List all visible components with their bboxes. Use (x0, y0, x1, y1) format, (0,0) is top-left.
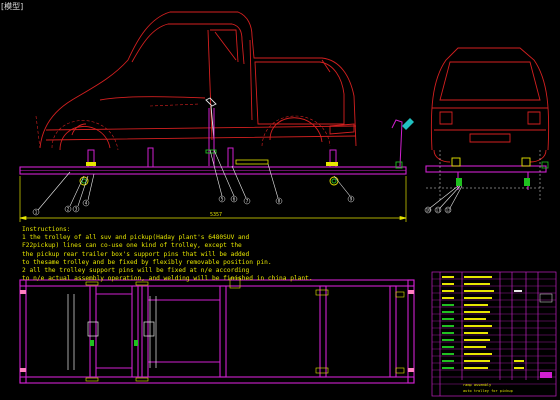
support-pins-side (87, 108, 403, 168)
notes-line-1: 1 the trolley of all suv and pickup(Hada… (22, 234, 250, 242)
parts-list-rows (432, 278, 556, 385)
balloon-11: 11 (434, 206, 442, 214)
leader-lines (37, 149, 351, 211)
trolley-side-frame (19, 166, 407, 175)
svg-text:12: 12 (446, 208, 452, 213)
balloon-4: 4 (82, 199, 90, 207)
parts-list-marks (442, 276, 553, 378)
svg-text:6: 6 (233, 197, 236, 202)
notes-line-6: to n/e actual assembly operation, and we… (22, 275, 313, 283)
overall-length-dimension (19, 176, 407, 222)
notes-line-4: to thesame trolley and be fixed by flexi… (22, 258, 272, 266)
support-pin-heads (79, 159, 339, 186)
svg-text:4: 4 (85, 201, 88, 206)
clamp-marks-green (81, 149, 403, 184)
svg-text:11: 11 (436, 208, 442, 213)
svg-text:2: 2 (67, 207, 70, 212)
top-view-support-pads (85, 277, 405, 382)
balloon-9: 9 (347, 195, 355, 203)
balloon-12: 12 (444, 206, 452, 214)
vehicle-body-dashed-lines (35, 103, 331, 151)
notes-heading: Instructions: (22, 226, 71, 233)
notes-line-5: 2 all the trolley support pins will be f… (22, 266, 250, 274)
vehicle-body-side-outline (39, 11, 357, 151)
title-block (431, 271, 557, 397)
svg-text:10: 10 (426, 208, 432, 213)
rear-dashed-lines (426, 150, 546, 200)
balloon-3: 3 (72, 205, 80, 213)
balloon-2: 2 (64, 205, 72, 213)
svg-text:1: 1 (35, 210, 38, 215)
balloon-6: 6 (230, 195, 238, 203)
part-balloons: 1 2 3 4 5 6 7 8 9 10 11 12 (32, 195, 452, 216)
balloon-7: 7 (243, 197, 251, 205)
overall-length-value: 5357 (210, 212, 222, 218)
top-view-crossbars (96, 293, 220, 369)
top-view-pink-clamps (20, 290, 414, 372)
notes-line-3: the pickup rear trailer box's support pi… (22, 250, 250, 258)
svg-text:8: 8 (278, 199, 281, 204)
balloon-1: 1 (32, 208, 40, 216)
rear-leader-lines (429, 185, 463, 209)
title-block-heading-1: ramp assembly (463, 383, 492, 387)
pickup-tag-cyan (402, 118, 414, 130)
svg-text:3: 3 (75, 207, 78, 212)
svg-text:7: 7 (246, 199, 249, 204)
balloon-5: 5 (218, 195, 226, 203)
balloon-10: 10 (424, 206, 432, 214)
trolley-top-frame (19, 279, 415, 384)
svg-text:9: 9 (350, 197, 353, 202)
svg-text:5: 5 (221, 197, 224, 202)
vehicle-rear-view-outline (430, 47, 550, 163)
balloon-8: 8 (275, 197, 283, 205)
top-view-green-clamps (90, 340, 138, 346)
top-view-centre-outline (67, 294, 157, 370)
title-block-heading-2: auto trolley for pickup (463, 389, 513, 393)
notes-line-2: F22pickup) lines can co-use one kind of … (22, 242, 242, 250)
window-menu-label[interactable]: [模型] (1, 2, 24, 11)
instructions-notes: Instructions: 1 the trolley of all suv a… (22, 226, 322, 283)
rear-support-pins (451, 157, 549, 186)
